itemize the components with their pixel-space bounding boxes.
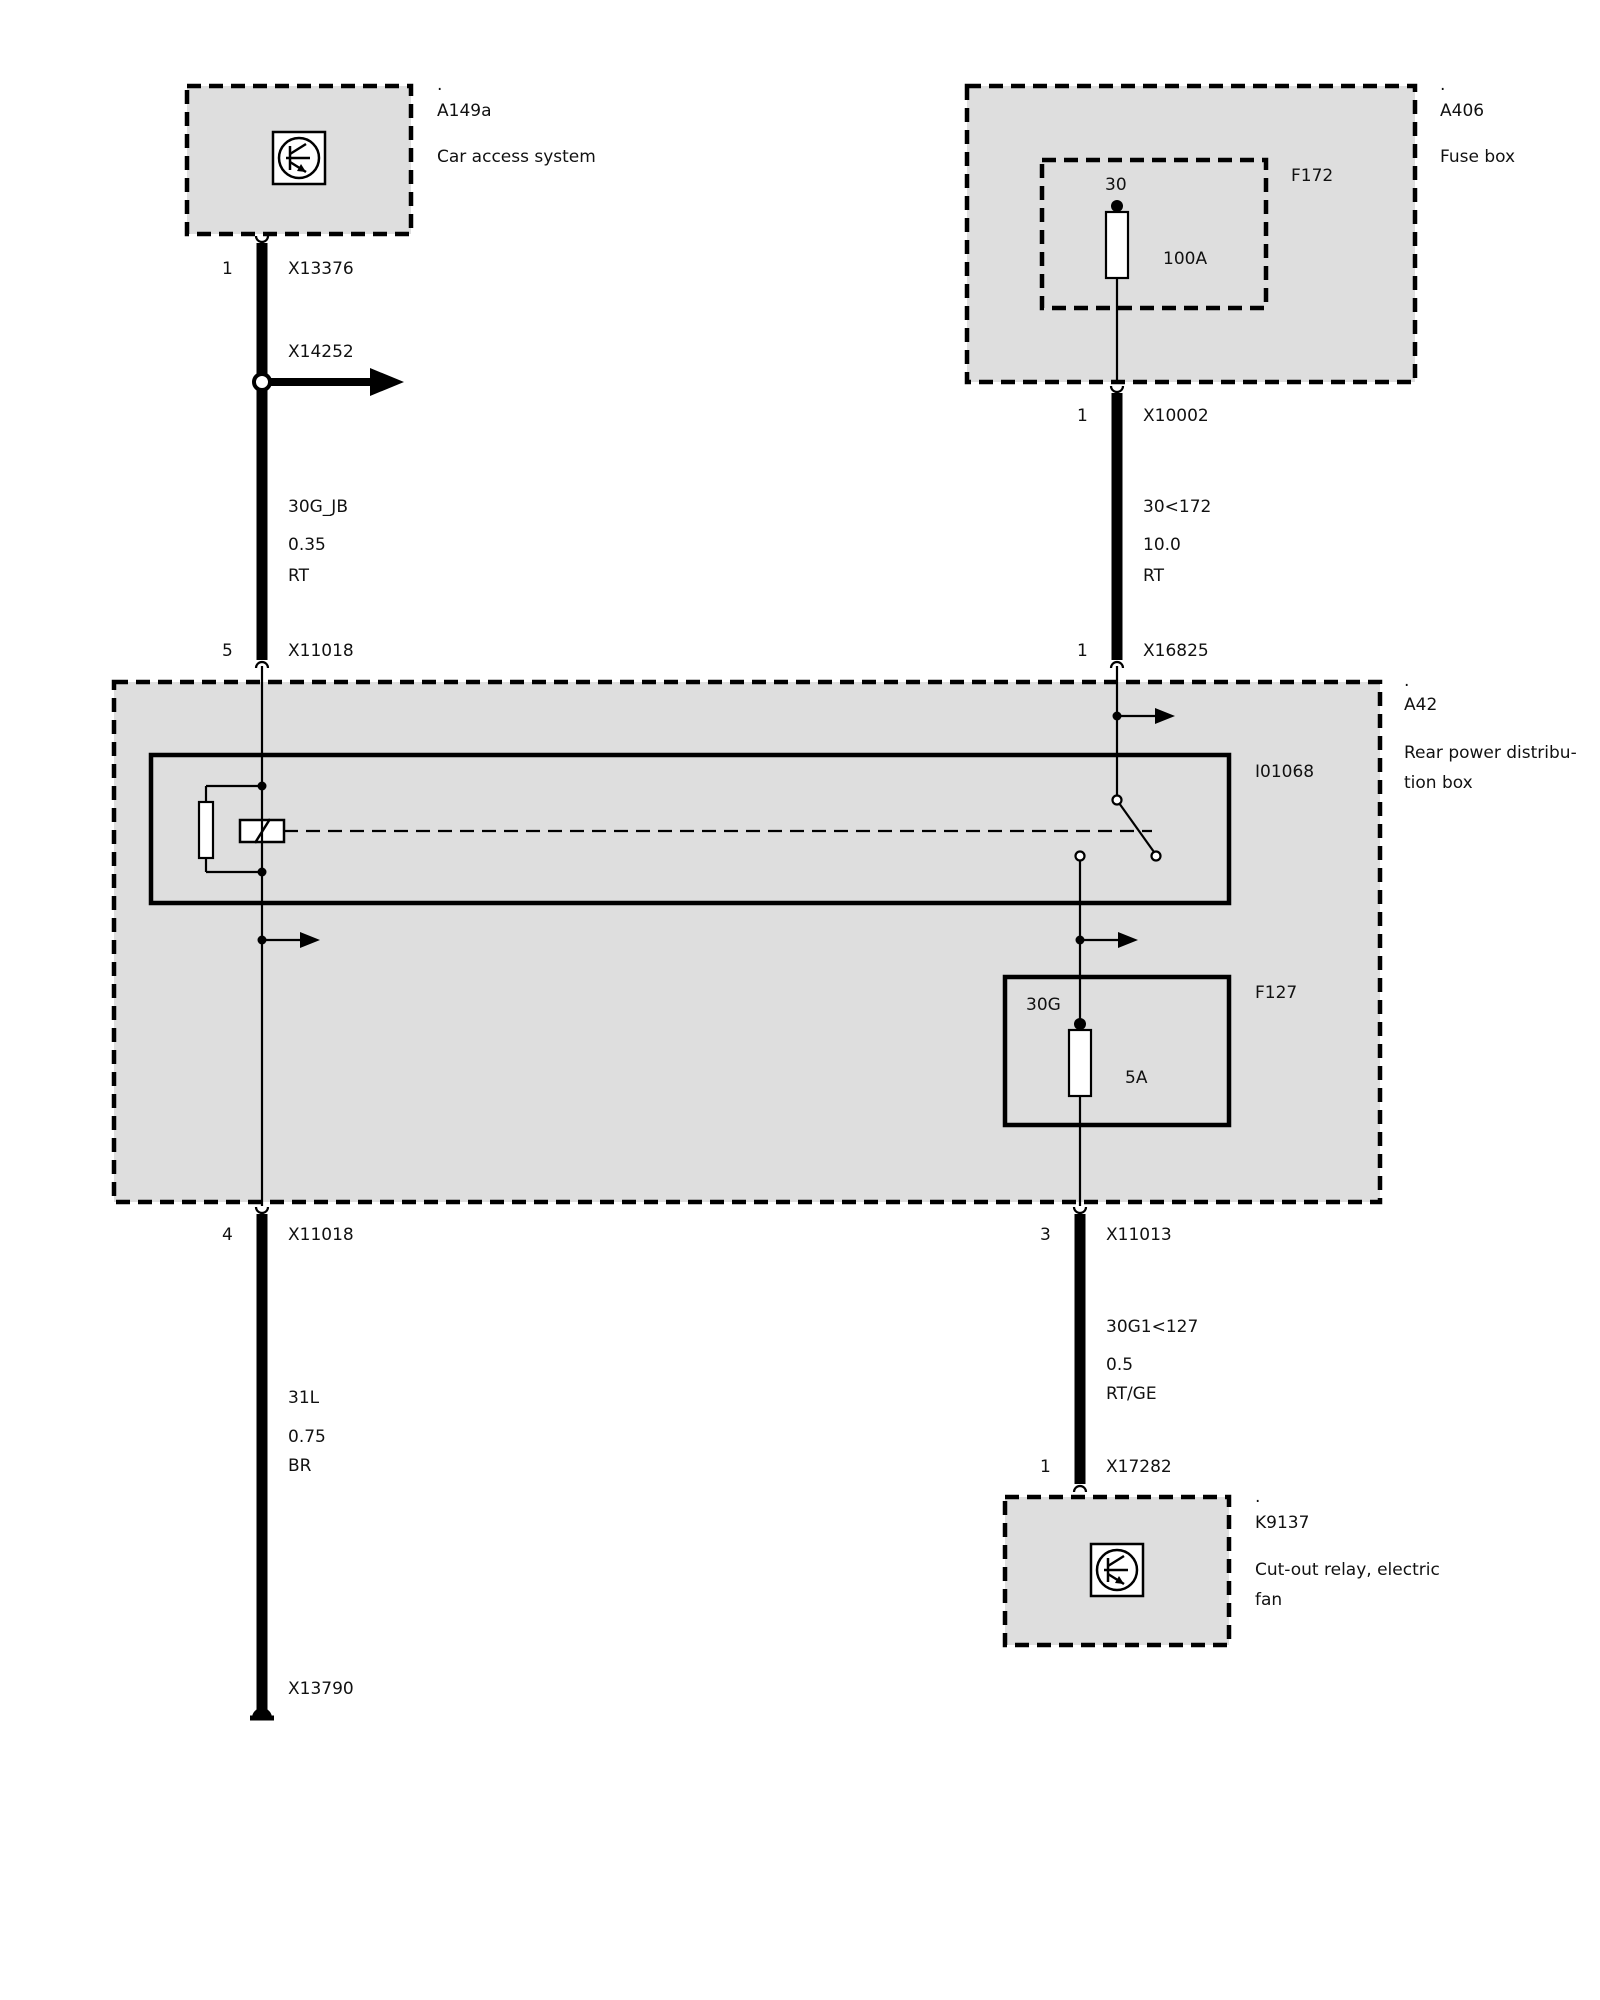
- connector-x11013-symbol: [1072, 1206, 1088, 1215]
- a406-name: Fuse box: [1440, 147, 1515, 167]
- i01068-id: I01068: [1255, 762, 1314, 782]
- component-a42: . A42 Rear power distribu- tion box I010…: [111, 666, 1577, 1206]
- x11018-bottom-id: X11018: [288, 1225, 354, 1245]
- connector-x16825-symbol: [1109, 660, 1125, 669]
- connector-x17282-symbol: [1072, 1484, 1088, 1493]
- arrow-right-icon: [1118, 932, 1138, 948]
- wire-30g-jb-signal: 30G_JB: [288, 497, 348, 517]
- x10002-pin: 1: [1077, 406, 1088, 426]
- x14252-id: X14252: [288, 342, 354, 362]
- x11013-pin: 3: [1040, 1225, 1051, 1245]
- f127-id: F127: [1255, 983, 1297, 1003]
- arrow-right-icon: [370, 368, 404, 396]
- a149a-name: Car access system: [437, 147, 596, 167]
- relay-contact-2: [1074, 850, 1086, 862]
- arrow-right-icon: [300, 932, 320, 948]
- relay-switch-blade: [1118, 802, 1155, 853]
- a406-dot: .: [1440, 75, 1445, 95]
- x13376-id: X13376: [288, 259, 354, 279]
- wire-30-172-color: RT: [1143, 566, 1165, 586]
- x16825-id: X16825: [1143, 641, 1209, 661]
- f172-box: [1039, 157, 1269, 311]
- wire-30g1-127-size: 0.5: [1106, 1355, 1133, 1375]
- fuse-f172: F172 30 100A: [1039, 157, 1333, 384]
- component-a406: . A406 Fuse box F172 30 100A: [964, 75, 1515, 385]
- wire-30g1-127-signal: 30G1<127: [1106, 1317, 1198, 1337]
- wire-30-172: [1109, 385, 1125, 669]
- fuse-f172-symbol: [1104, 210, 1130, 280]
- a406-id: A406: [1440, 101, 1484, 121]
- wire-30-172-size: 10.0: [1143, 535, 1181, 555]
- x11013-id: X11013: [1106, 1225, 1172, 1245]
- wire-31l: [250, 1206, 274, 1721]
- a42-name-line2: tion box: [1404, 773, 1473, 793]
- x17282-id: X17282: [1106, 1457, 1172, 1477]
- wire-30g-jb-size: 0.35: [288, 535, 326, 555]
- i01068-box: [148, 752, 1232, 906]
- component-k9137: . K9137 Cut-out relay, electric fan: [1002, 1487, 1440, 1648]
- f127-rating: 5A: [1125, 1068, 1148, 1088]
- a149a-id: A149a: [437, 101, 492, 121]
- control-unit-icon: [271, 130, 327, 186]
- x13376-pin: 1: [222, 259, 233, 279]
- f127-terminal: 30G: [1026, 995, 1061, 1015]
- component-a149a: . A149a Car access system: [184, 75, 596, 237]
- f127-box: [1002, 974, 1232, 1128]
- x16825-pin: 1: [1077, 641, 1088, 661]
- x13790-id: X13790: [288, 1679, 354, 1699]
- x10002-id: X10002: [1143, 406, 1209, 426]
- f172-rating: 100A: [1163, 249, 1207, 269]
- arrow-right-icon: [1155, 708, 1175, 724]
- wire-30g1-127: [1072, 1206, 1088, 1493]
- wire-31l-color: BR: [288, 1456, 312, 1476]
- wire-30g1-127-color: RT/GE: [1106, 1384, 1157, 1404]
- wire-30g-jb: [252, 235, 404, 669]
- a42-dot: .: [1404, 671, 1409, 691]
- a149a-dot: .: [437, 75, 442, 95]
- x11018-bottom-pin: 4: [222, 1225, 233, 1245]
- x11018-top-pin: 5: [222, 641, 233, 661]
- wire-31l-signal: 31L: [288, 1388, 320, 1408]
- connector-x13376-symbol: [254, 235, 270, 244]
- k9137-dot: .: [1255, 1487, 1260, 1507]
- a406-box: [964, 83, 1418, 385]
- wire-30-172-signal: 30<172: [1143, 497, 1211, 517]
- connector-x11018-top-symbol: [254, 660, 270, 669]
- control-unit-icon: [1089, 1542, 1145, 1598]
- connector-x11018-bottom-symbol: [254, 1206, 270, 1215]
- a42-id: A42: [1404, 695, 1437, 715]
- f172-id: F172: [1291, 166, 1333, 186]
- relay-coil-resistor: [197, 800, 215, 860]
- wire-31l-size: 0.75: [288, 1427, 326, 1447]
- a42-box: [111, 679, 1383, 1205]
- x11018-top-id: X11018: [288, 641, 354, 661]
- splice-x14252: [252, 372, 272, 392]
- fuse-f127: F127 30G 5A: [1002, 974, 1297, 1206]
- k9137-name-line2: fan: [1255, 1590, 1282, 1610]
- connector-x10002-symbol: [1109, 385, 1125, 394]
- f172-terminal: 30: [1105, 175, 1127, 195]
- a42-name-line1: Rear power distribu-: [1404, 743, 1577, 763]
- x17282-pin: 1: [1040, 1457, 1051, 1477]
- wire-30g-jb-color: RT: [288, 566, 310, 586]
- k9137-name-line1: Cut-out relay, electric: [1255, 1560, 1440, 1580]
- relay-contact-1: [1150, 850, 1162, 862]
- fuse-f127-symbol: [1067, 1028, 1093, 1098]
- k9137-id: K9137: [1255, 1513, 1309, 1533]
